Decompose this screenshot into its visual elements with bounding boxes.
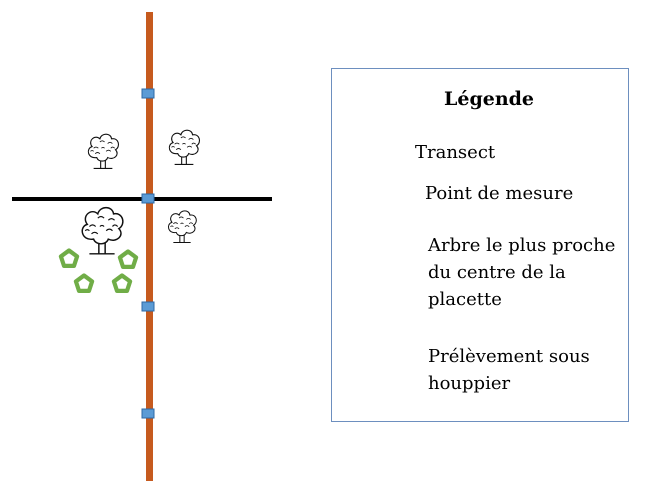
legend-box bbox=[331, 68, 629, 422]
pentagon-icon bbox=[120, 252, 136, 267]
tree-icon bbox=[168, 129, 201, 166]
measure-point bbox=[141, 88, 155, 99]
pentagon-icon bbox=[61, 251, 77, 266]
tree-icon bbox=[167, 210, 197, 244]
legend-label-sample: Prélèvement sous houppier bbox=[428, 346, 590, 394]
measure-point bbox=[141, 408, 155, 419]
measure-point bbox=[141, 301, 155, 312]
legend-title: Légende bbox=[444, 88, 535, 110]
tree-icon bbox=[81, 206, 124, 255]
legend-label-tree: Arbre le plus proche du centre de la pla… bbox=[428, 235, 616, 310]
tree-icon bbox=[87, 133, 120, 170]
pentagon-icon bbox=[76, 276, 92, 291]
pentagon-icon bbox=[114, 276, 130, 291]
legend-label-point: Point de mesure bbox=[425, 183, 574, 204]
legend-label-transect: Transect bbox=[415, 142, 496, 163]
measure-point bbox=[141, 193, 155, 204]
transect-line bbox=[146, 12, 153, 481]
